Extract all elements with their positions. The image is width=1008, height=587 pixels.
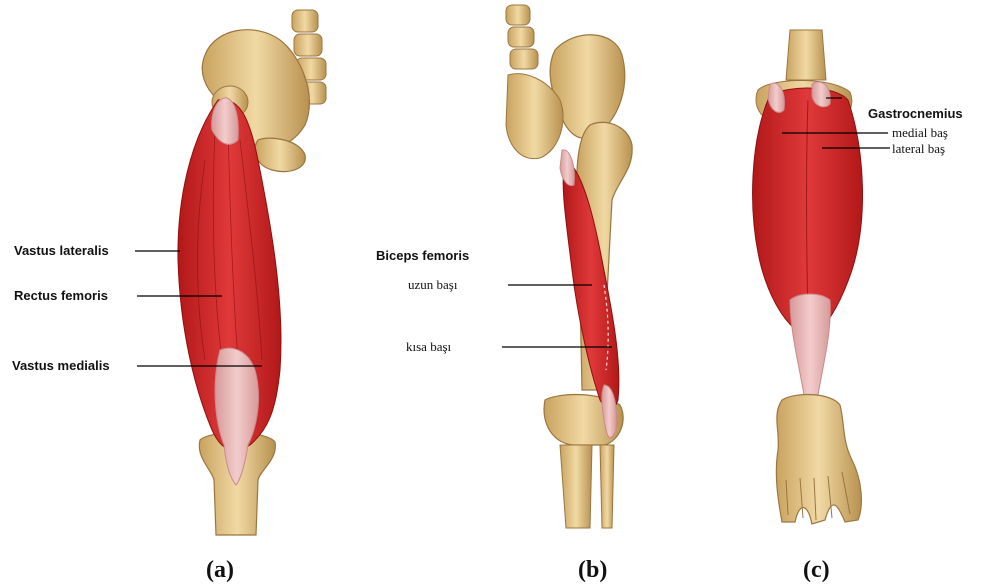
achilles-tendon [790, 294, 830, 395]
label-vastus-lateralis: Vastus lateralis [14, 244, 109, 257]
tibia-bone-b [560, 445, 592, 528]
pubic-bone [255, 138, 306, 171]
panel-c-illustration [753, 30, 863, 524]
label-kisa-basi: kısa başı [406, 340, 451, 353]
caption-b: (b) [578, 558, 607, 582]
panel-b-illustration [506, 5, 632, 528]
spine-bones-b [506, 5, 538, 69]
label-gastrocnemius: Gastrocnemius [868, 107, 963, 120]
caption-c: (c) [803, 558, 830, 582]
caption-a: (a) [206, 558, 234, 582]
label-biceps-femoris: Biceps femoris [376, 249, 469, 262]
label-medial-bas: medial baş [892, 126, 948, 139]
label-lateral-bas: lateral baş [892, 142, 945, 155]
fibula-bone-b [600, 445, 614, 528]
panel-a-illustration [178, 10, 326, 535]
label-uzun-basi: uzun başı [408, 278, 457, 291]
label-rectus-femoris: Rectus femoris [14, 289, 108, 302]
femur-bone-c [786, 30, 826, 80]
label-vastus-medialis: Vastus medialis [12, 359, 110, 372]
biceps-tendon-top [560, 150, 574, 186]
